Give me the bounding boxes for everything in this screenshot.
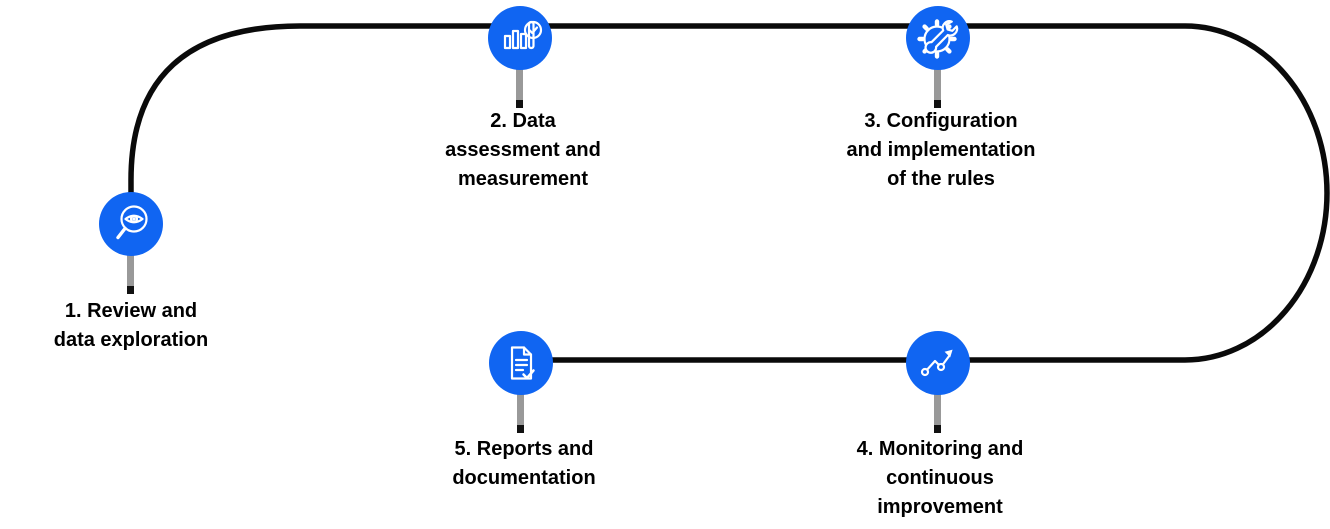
step-4-stem-tip	[934, 425, 941, 433]
document-check-icon	[510, 346, 535, 380]
step-2-stem	[516, 66, 523, 102]
step-label-line: measurement	[457, 168, 589, 190]
step-3-stem	[934, 66, 941, 102]
step-2-label: 2. Data assessment and measurement	[383, 107, 663, 194]
step-label-line: 3. Configuration	[864, 110, 1018, 132]
step-1-stem	[127, 252, 134, 288]
step-3-stem-tip	[934, 100, 941, 108]
step-4-label: 4. Monitoring and continuous improvement	[800, 435, 1080, 522]
step-4-node	[906, 331, 970, 395]
step-label-line: 1. Review and	[64, 300, 198, 322]
step-4-stem	[934, 391, 941, 427]
step-5-node	[489, 331, 553, 395]
step-label-line: assessment and	[445, 139, 601, 161]
step-label-line: continuous	[886, 467, 994, 489]
step-label-line: 4. Monitoring and	[856, 438, 1024, 460]
gear-wrench-icon	[917, 19, 959, 59]
magnifier-eye-icon	[116, 205, 148, 240]
step-1-node	[99, 192, 163, 256]
step-1-stem-tip	[127, 286, 134, 294]
trend-arrow-icon	[920, 349, 953, 377]
step-3-label: 3. Configuration and implementation of t…	[801, 107, 1081, 194]
step-label-line: 2. Data	[490, 110, 556, 132]
step-5-stem	[517, 391, 524, 427]
bar-chart-check-icon	[503, 20, 543, 50]
step-label-line: documentation	[452, 467, 596, 489]
step-5-stem-tip	[517, 425, 524, 433]
step-label-line: 5. Reports and	[454, 438, 594, 460]
flow-loop-line	[128, 23, 1330, 363]
step-label-line: of the rules	[887, 168, 995, 190]
step-2-node	[488, 6, 552, 70]
step-1-label: 1. Review and data exploration	[0, 297, 271, 355]
step-5-label: 5. Reports and documentation	[384, 435, 664, 493]
step-3-node	[906, 6, 970, 70]
step-label-line: data exploration	[53, 329, 209, 351]
step-2-stem-tip	[516, 100, 523, 108]
step-label-line: and implementation	[846, 139, 1036, 161]
step-label-line: improvement	[877, 496, 1003, 518]
